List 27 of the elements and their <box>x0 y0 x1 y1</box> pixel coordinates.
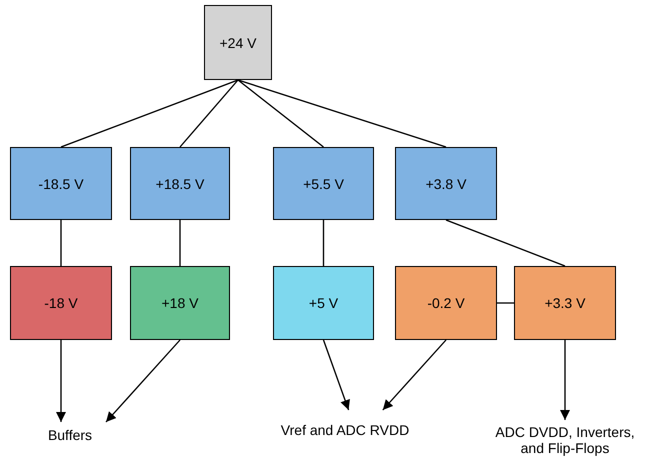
voltage-box: +18.5 V <box>130 147 230 220</box>
connector-line <box>179 220 181 266</box>
voltage-box: -18 V <box>10 266 112 340</box>
arrow <box>106 340 180 422</box>
connector-line <box>238 79 324 148</box>
voltage-box: +5.5 V <box>273 147 374 220</box>
connector-line <box>446 219 566 267</box>
arrow <box>322 340 350 410</box>
voltage-box: -18.5 V <box>10 147 112 220</box>
load-label: ADC DVDD, Inverters, and Flip-Flops <box>494 424 636 456</box>
connector-line <box>60 220 62 266</box>
load-label: Buffers <box>48 427 92 443</box>
connector-line <box>322 220 324 266</box>
voltage-box: +3.3 V <box>514 266 616 340</box>
voltage-box: +18 V <box>130 266 230 340</box>
voltage-box: +3.8 V <box>395 147 497 220</box>
voltage-box: -0.2 V <box>395 266 497 340</box>
load-label: Vref and ADC RVDD <box>280 422 410 438</box>
connector-line <box>180 80 238 148</box>
connector-line <box>497 302 514 304</box>
voltage-box: +5 V <box>273 266 374 340</box>
arrow <box>382 340 446 410</box>
connector-line <box>238 79 446 148</box>
arrow <box>56 340 66 422</box>
voltage-box: +24 V <box>204 5 272 80</box>
connector-line <box>60 79 238 148</box>
arrow <box>560 340 570 420</box>
